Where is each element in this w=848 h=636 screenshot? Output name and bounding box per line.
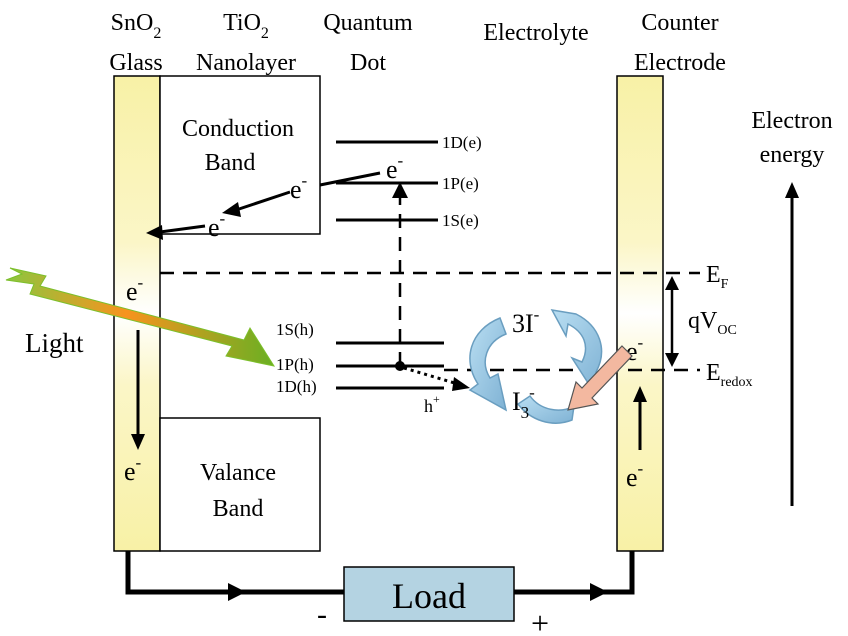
sno2-down-arrow-head: [131, 434, 145, 450]
energy-axis-arrow-head: [785, 182, 799, 198]
load-minus: -: [317, 598, 327, 631]
conduction-band-line2: Band: [205, 150, 256, 176]
header-tio2-line1: TiO2: [223, 10, 269, 42]
label-1Pe: 1P(e): [442, 174, 479, 193]
electron-transfer-arrow-2-head: [222, 202, 241, 217]
energy-axis-line1: Electron: [751, 108, 832, 134]
i3-label: I3-: [512, 383, 535, 422]
valance-band-line1: Valance: [200, 460, 276, 486]
qvoc-arrow-bottom-head: [665, 353, 679, 367]
hole-transfer-arrow-head: [452, 377, 470, 391]
label-1Dh: 1D(h): [276, 377, 317, 396]
excitation-arrow-head: [392, 182, 408, 198]
electron-counter-bottom: e-: [626, 459, 644, 492]
electron-transfer-arrow-3: [159, 224, 206, 234]
electron-sno2-top: e-: [126, 273, 144, 306]
header-tio2-line2: Nanolayer: [196, 50, 296, 76]
electron-transfer-arrow-2: [235, 190, 291, 212]
qvoc-label: qVOC: [688, 308, 737, 338]
reduction-arrow: [567, 345, 633, 411]
light-label: Light: [25, 328, 84, 358]
valance-band-box: [159, 417, 321, 552]
hole-label: h+: [424, 392, 440, 416]
label-1De: 1D(e): [442, 133, 482, 152]
circuit-arrow-left: [228, 583, 246, 601]
electron-sno2-bottom: e-: [124, 453, 142, 486]
header-counter-line1: Counter: [641, 10, 718, 36]
circuit-arrow-right: [590, 583, 608, 601]
header-qd-line1: Quantum: [323, 10, 413, 36]
eredox-label: Eredox: [706, 360, 753, 390]
load-label: Load: [392, 576, 466, 616]
electron-transfer-arrow-1: [319, 171, 381, 187]
light-ray-arrow: [5, 267, 276, 367]
electron-qd: e-: [386, 151, 404, 184]
header-counter-line2: Electrode: [634, 50, 726, 76]
redox-cycle-bottom-arrow: [516, 394, 575, 424]
qvoc-arrow-top-head: [665, 276, 679, 290]
triiodide-label: 3I-: [512, 305, 540, 338]
conduction-band-line1: Conduction: [182, 116, 294, 142]
label-1Sh: 1S(h): [276, 320, 314, 339]
electron-cb-2: e-: [208, 209, 226, 242]
counter-electrode: [616, 75, 664, 552]
valance-band-line2: Band: [213, 496, 264, 522]
external-circuit-wire: [125, 551, 635, 595]
redox-cycle-right-arrow: [550, 309, 606, 388]
header-electrolyte: Electrolyte: [483, 20, 588, 46]
energy-axis-line2: energy: [760, 142, 825, 168]
hole-transfer-arrow: [403, 366, 459, 386]
counter-up-arrow-head: [633, 386, 647, 402]
redox-cycle-left-arrow: [468, 317, 508, 412]
label-1Ph: 1P(h): [276, 355, 314, 374]
load-box: [343, 566, 515, 622]
exciton-origin-dot: [395, 361, 405, 371]
electron-cb-1: e-: [290, 171, 308, 204]
label-1Se: 1S(e): [442, 211, 479, 230]
electron-transfer-arrow-3-head: [146, 225, 163, 240]
header-sno2-line1: SnO2: [111, 10, 162, 42]
header-sno2-line2: Glass: [109, 50, 162, 76]
ef-label: EF: [706, 262, 729, 292]
load-plus: +: [531, 605, 549, 636]
electron-counter-top: e-: [626, 333, 644, 366]
header-qd-line2: Dot: [350, 50, 386, 76]
